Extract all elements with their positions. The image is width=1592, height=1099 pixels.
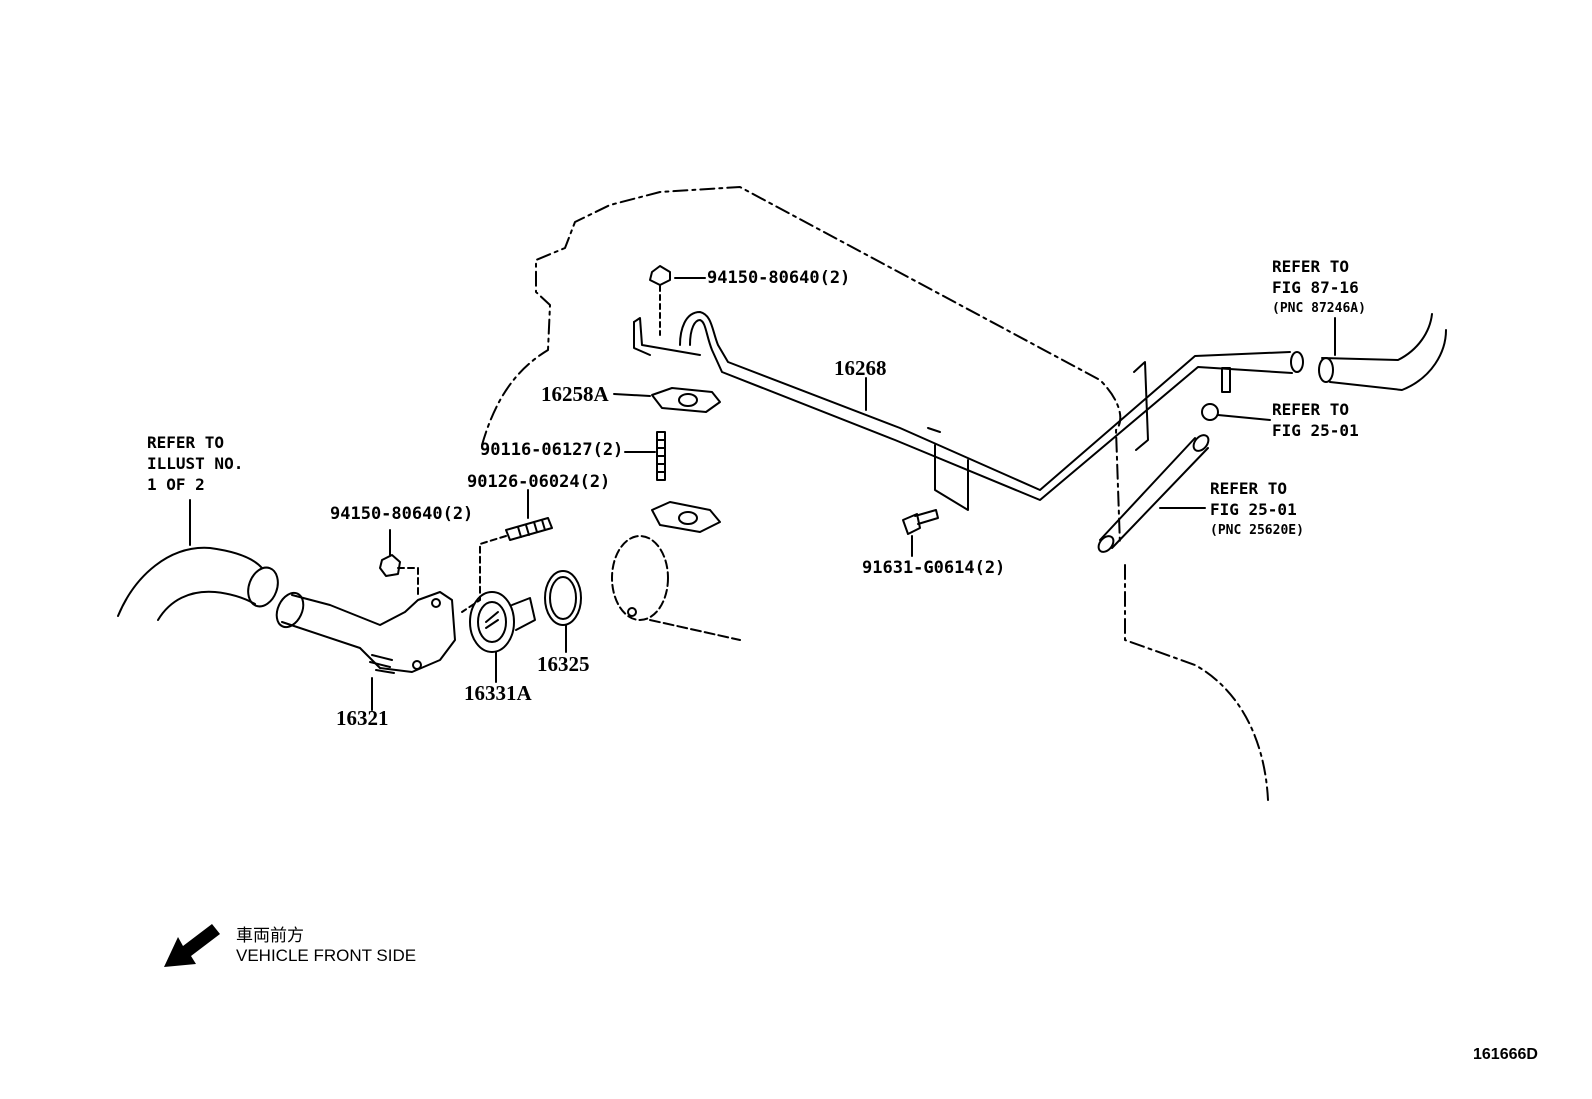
ref-fig87-line3: (PNC 87246A) (1272, 301, 1366, 316)
ref-illust-line3: 1 OF 2 (147, 475, 205, 494)
ref-illust-line1: REFER TO (147, 433, 225, 452)
bypass-pipe (679, 311, 1291, 491)
bolt-91631 (902, 513, 921, 535)
label-16325: 16325 (537, 652, 590, 676)
label-91631: 91631-G0614(2) (862, 558, 1006, 578)
ref-fig87[interactable]: REFER TO FIG 87-16 (PNC 87246A) (1272, 256, 1366, 319)
diagram-code: 161666D (1473, 1046, 1538, 1063)
label-94150-top: 94150-80640(2) (707, 268, 851, 288)
gasket-16258A (651, 387, 721, 413)
engine-outline-lower (1124, 564, 1269, 801)
front-side-en: VEHICLE FRONT SIDE (236, 946, 417, 965)
front-arrow-icon (164, 924, 220, 967)
pipe-gasket-lower (651, 501, 721, 533)
ref-fig87-line1: REFER TO (1272, 257, 1350, 276)
water-inlet (281, 591, 456, 673)
label-16258A: 16258A (541, 382, 609, 406)
right-hose-upper (1321, 313, 1447, 391)
ref-fig25a-line2: FIG 25-01 (1272, 421, 1359, 440)
label-94150-left: 94150-80640(2) (330, 504, 474, 524)
engine-flange (611, 535, 669, 621)
label-16331A: 16331A (464, 681, 532, 705)
ref-illust-line2: ILLUST NO. (147, 454, 244, 473)
right-hose-lower (1099, 437, 1209, 549)
engine-outline (481, 186, 1122, 546)
thermostat (469, 591, 515, 653)
ref-fig25a-line1: REFER TO (1272, 400, 1350, 419)
left-hose (117, 546, 263, 617)
ref-fig87-line2: FIG 87-16 (1272, 278, 1359, 297)
ref-fig25b[interactable]: REFER TO FIG 25-01 (PNC 25620E) (1210, 478, 1304, 541)
label-90126: 90126-06024(2) (467, 472, 611, 492)
ref-fig25b-line1: REFER TO (1210, 479, 1288, 498)
gasket-16325 (544, 570, 582, 626)
hose-clamp (1201, 403, 1219, 421)
ref-fig25b-line2: FIG 25-01 (1210, 500, 1297, 519)
ref-fig25a[interactable]: REFER TO FIG 25-01 (1272, 399, 1359, 441)
label-90116: 90116-06127(2) (480, 440, 624, 460)
stud-90126 (505, 517, 553, 541)
nut-left (379, 554, 401, 577)
nut-top (649, 265, 671, 286)
left-hose-end (247, 566, 279, 608)
ref-illust[interactable]: REFER TO ILLUST NO. 1 OF 2 (147, 432, 243, 495)
label-16321: 16321 (336, 706, 389, 730)
front-side-jp: 車両前方 (236, 926, 304, 946)
label-16268: 16268 (834, 356, 887, 380)
ref-fig25b-line3: (PNC 25620E) (1210, 523, 1304, 538)
